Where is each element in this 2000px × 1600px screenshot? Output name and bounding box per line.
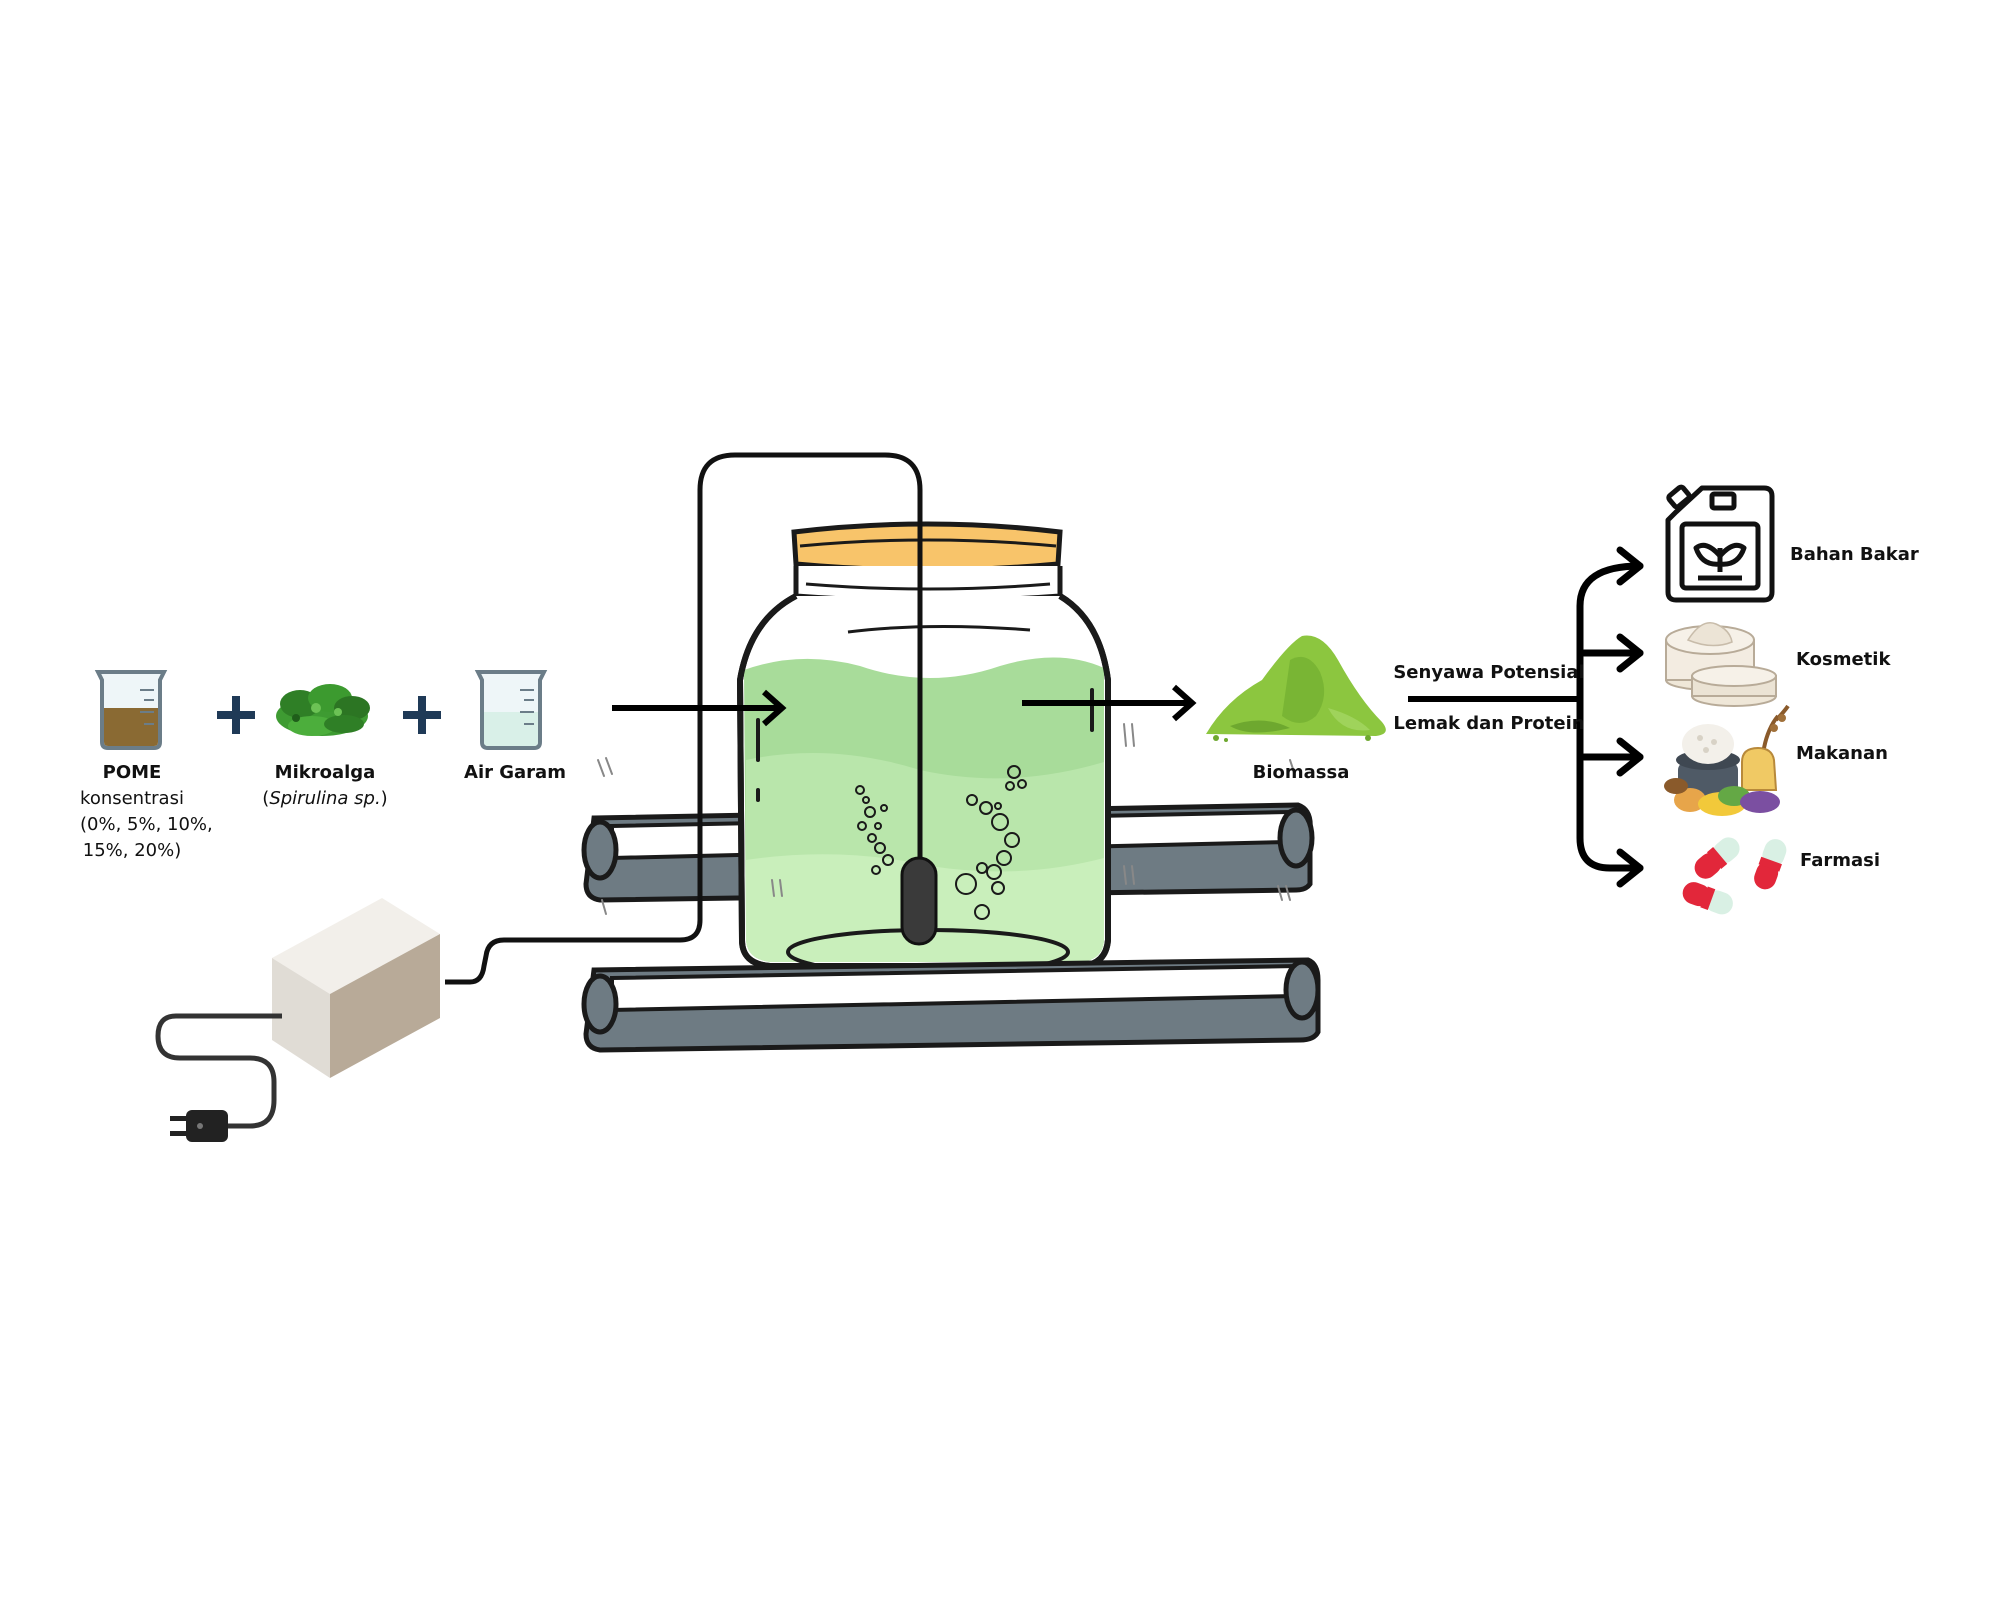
plus-sign-1 xyxy=(217,696,255,734)
paren-close: ) xyxy=(380,788,388,809)
fuel-canister-icon xyxy=(1665,484,1775,603)
air-stone xyxy=(900,856,938,946)
front-grow-lamp xyxy=(581,957,1321,1053)
capsule-icon xyxy=(1682,837,1787,915)
microalgae-icon xyxy=(276,684,370,736)
arrow-to-biomass xyxy=(1022,684,1197,722)
product-label-fuel: Bahan Bakar xyxy=(1790,544,1919,565)
product-label-pharma: Farmasi xyxy=(1800,850,1881,871)
power-cord xyxy=(155,1013,282,1129)
power-plug-icon xyxy=(170,1110,228,1142)
potential-compounds-label: Senyawa Potensial xyxy=(1393,662,1585,683)
pome-concentration-line1: konsentrasi xyxy=(80,788,184,809)
paren-open: ( xyxy=(262,788,270,809)
air-pump xyxy=(272,898,440,1078)
air-bubbles xyxy=(855,765,1027,920)
saltwater-label: Air Garam xyxy=(464,762,566,783)
product-label-food: Makanan xyxy=(1796,743,1888,764)
species-name: Spirulina sp. xyxy=(269,788,381,809)
cosmetic-cream-icon xyxy=(1665,622,1777,707)
food-icon xyxy=(1664,704,1790,816)
biomass-label: Biomassa xyxy=(1252,762,1350,783)
pome-title: POME xyxy=(102,762,162,783)
fat-protein-label: Lemak dan Protein xyxy=(1393,713,1585,734)
pome-label: POME konsentrasi (0%, 5%, 10%, 15%, 20%) xyxy=(80,760,213,864)
lamp-glow-marks xyxy=(597,723,1295,915)
product-label-cosmetic: Kosmetik xyxy=(1796,649,1891,670)
air-tube xyxy=(445,452,923,985)
microalgae-title: Mikroalga xyxy=(274,762,376,783)
pome-concentration-line2: (0%, 5%, 10%, xyxy=(80,814,213,835)
pome-beaker-icon xyxy=(94,670,168,750)
microalgae-species: (Spirulina sp.) xyxy=(250,786,400,812)
product-branch-arrows xyxy=(1576,546,1644,888)
biomass-pile-icon xyxy=(1206,635,1386,742)
microalgae-label: Mikroalga (Spirulina sp.) xyxy=(250,760,400,812)
arrow-into-reactor xyxy=(612,689,787,727)
saltwater-beaker-icon xyxy=(474,670,548,750)
pome-concentration-line3: 15%, 20%) xyxy=(82,840,182,861)
photobioreactor-jar xyxy=(736,521,1111,976)
plus-sign-2 xyxy=(403,696,441,734)
